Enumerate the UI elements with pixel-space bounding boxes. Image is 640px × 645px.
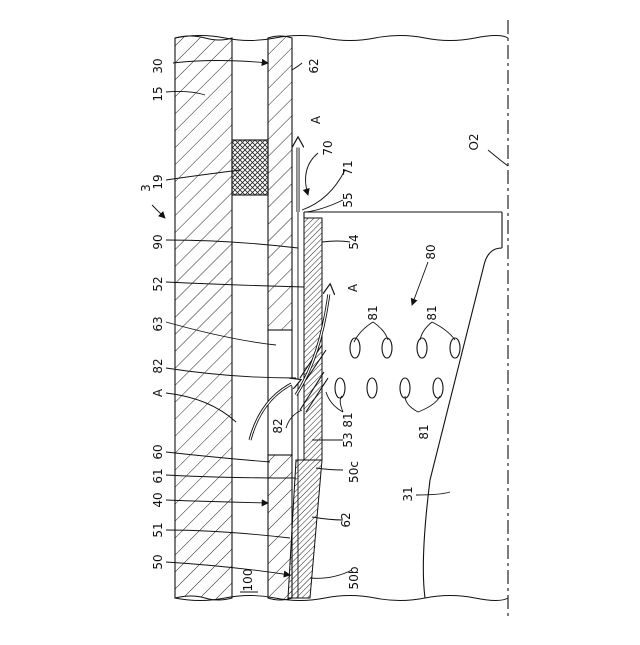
inner-panel-50 (288, 212, 502, 598)
label-50: 50 (151, 554, 165, 569)
label-15: 15 (151, 86, 165, 101)
label-52: 52 (151, 276, 165, 291)
label-50c: 50c (347, 461, 361, 483)
outer-wall-15 (175, 36, 232, 600)
label-40: 40 (151, 492, 165, 507)
label-61: 61 (151, 468, 165, 483)
label-O2: O2 (467, 133, 481, 150)
label-82-right: 82 (271, 418, 285, 433)
label-80: 80 (424, 244, 438, 259)
label-62-bottom: 62 (339, 512, 353, 527)
label-62-top: 62 (307, 58, 321, 73)
label-53: 53 (341, 432, 355, 447)
holes-81 (335, 338, 460, 398)
label-71: 71 (341, 160, 355, 175)
label-70: 70 (321, 140, 335, 155)
label-81-d: 81 (417, 424, 431, 439)
label-81-b: 81 (425, 305, 439, 320)
component-31-outline (423, 248, 502, 598)
label-55: 55 (341, 192, 355, 207)
label-30: 30 (151, 58, 165, 73)
label-19: 19 (151, 174, 165, 189)
label-50b: 50b (347, 567, 361, 590)
label-31: 31 (401, 486, 415, 501)
label-A-top: A (309, 115, 323, 124)
liner-wall (268, 36, 292, 600)
label-60: 60 (151, 444, 165, 459)
label-54: 54 (347, 234, 361, 249)
label-81-c: 81 (341, 412, 355, 427)
label-100: 100 (241, 569, 255, 592)
label-82-left: 82 (151, 358, 165, 373)
label-A-left: A (151, 388, 165, 397)
label-90: 90 (151, 234, 165, 249)
label-51: 51 (151, 522, 165, 537)
label-63: 63 (151, 316, 165, 331)
label-81-a: 81 (366, 305, 380, 320)
label-A-mid: A (346, 283, 360, 292)
block-19 (232, 140, 268, 195)
